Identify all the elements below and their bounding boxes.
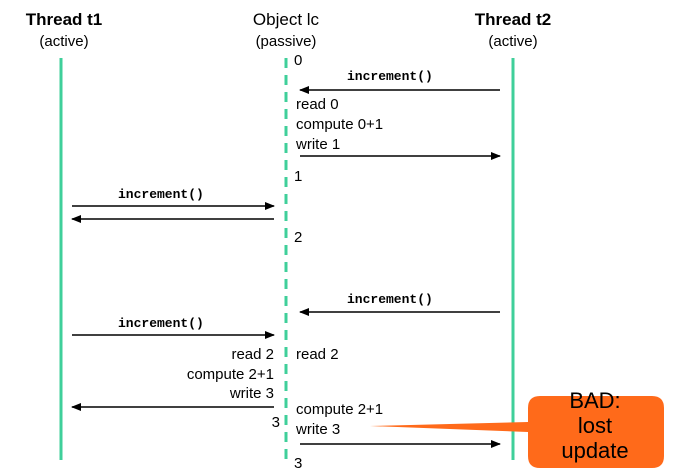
lc-value-1: 1 [294,168,303,185]
step-t2-read-2: read 2 [296,346,339,363]
message-label-t1-increment-2: increment() [118,316,204,331]
callout-line-1: BAD: [569,388,621,413]
participant-t2-name: Thread t2 [474,10,552,29]
step-t1-compute: compute 2+1 [186,366,274,383]
step-t2-compute-1: compute 0+1 [296,116,384,133]
participant-t1-role: (active) [39,33,89,50]
participant-t1-name: Thread t1 [25,10,103,29]
participant-lc-name: Object lc [252,10,320,29]
callout-line-2: lost [577,413,613,438]
lc-value-2: 2 [294,229,303,246]
participant-lc-role: (passive) [255,33,317,50]
step-t2-read-1: read 0 [296,96,339,113]
message-label-t2-increment-1: increment() [347,69,433,84]
lc-value-3: 3 [294,455,303,472]
callout-bubble [370,396,664,468]
t1-return-value: 3 [271,414,280,431]
step-t2-compute-2: compute 2+1 [296,401,384,418]
callout-line-3: update [561,438,629,463]
step-t2-write-1: write 1 [296,136,341,153]
step-t1-read: read 2 [231,346,274,363]
participant-t2-role: (active) [488,33,538,50]
message-label-t1-increment-1: increment() [118,187,204,202]
step-t1-write: write 3 [229,385,274,402]
callout-text: BAD: lost update [528,388,662,463]
lc-value-0: 0 [294,52,303,69]
message-label-t2-increment-2: increment() [347,292,433,307]
step-t2-write-2: write 3 [296,421,341,438]
